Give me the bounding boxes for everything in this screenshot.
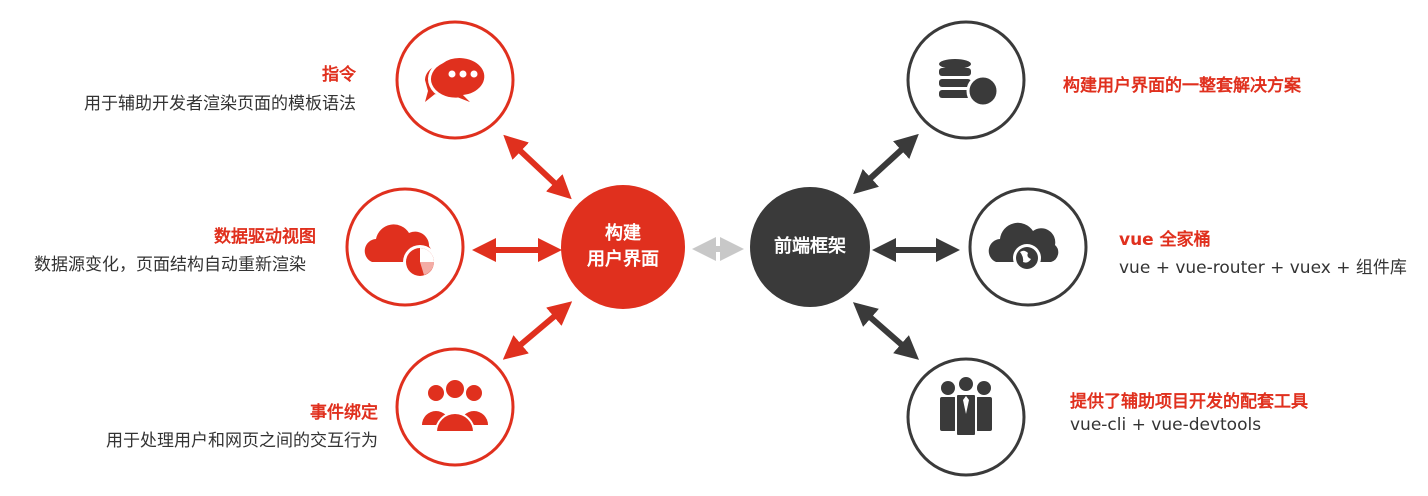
directive-desc: 用于辅助开发者渲染页面的模板语法 — [84, 94, 356, 114]
event-binding-circle — [395, 347, 515, 467]
family-bucket-desc: vue + vue-router + vuex + 组件库 — [1119, 258, 1407, 278]
data-driven-title: 数据驱动视图 — [214, 227, 316, 247]
build-ui-label: 构建 用户界面 — [561, 221, 685, 273]
directive-title: 指令 — [322, 65, 356, 85]
database-stack-icon — [939, 59, 1000, 108]
data-driven-desc: 数据源变化，页面结构自动重新渲染 — [34, 255, 306, 275]
tools-circle — [906, 357, 1026, 477]
family-bucket-title: vue 全家桶 — [1119, 230, 1211, 250]
cloud-chart-icon — [364, 224, 437, 279]
chat-bubbles-icon — [425, 55, 488, 108]
build-ui-line2: 用户界面 — [587, 249, 659, 270]
arrow-solution — [853, 133, 919, 195]
people-group-icon — [422, 378, 488, 433]
cloud-globe-icon — [988, 222, 1059, 272]
build-ui-line1: 构建 — [605, 223, 641, 244]
family-bucket-circle — [968, 187, 1088, 307]
event-binding-desc: 用于处理用户和网页之间的交互行为 — [106, 431, 378, 451]
arrow-tools — [852, 302, 920, 360]
solution-title: 构建用户界面的一整套解决方案 — [1063, 76, 1301, 96]
solution-circle — [906, 20, 1026, 140]
tools-title: 提供了辅助项目开发的配套工具 — [1070, 392, 1308, 412]
build-ui-hub — [561, 185, 685, 309]
frontend-framework-label: 前端框架 — [774, 236, 846, 257]
directive-circle — [395, 20, 515, 140]
event-binding-title: 事件绑定 — [310, 403, 378, 423]
arrow-event-binding — [502, 301, 573, 360]
data-driven-circle — [345, 187, 465, 307]
frontend-framework-hub — [750, 187, 870, 307]
tools-desc: vue-cli + vue-devtools — [1070, 415, 1262, 435]
business-team-icon — [940, 375, 992, 437]
arrow-directive — [503, 134, 572, 200]
